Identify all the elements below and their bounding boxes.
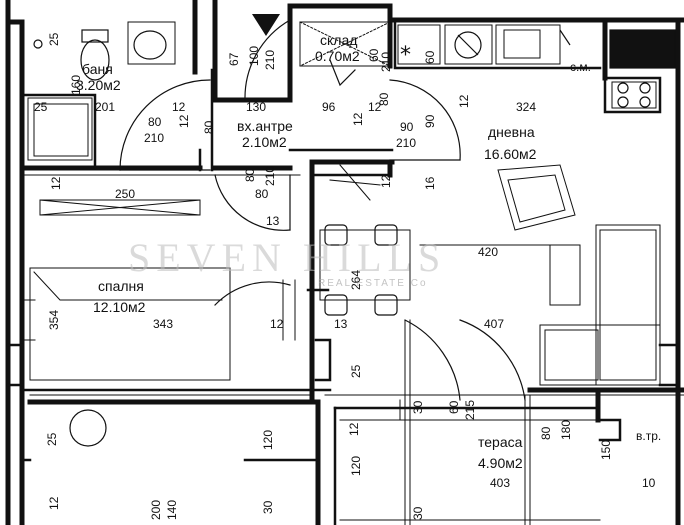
dimension: 30 [261,500,275,514]
dimension: 12 [172,100,186,114]
dimension: 80 [148,115,162,129]
dimension: 12 [457,94,471,108]
dimension: 30 [411,400,425,414]
dimension: 12 [49,176,63,190]
room-name-shaft: в.тр. [636,429,662,443]
sink-icon [133,30,167,60]
dimension: 90 [423,114,437,128]
dimension: 324 [516,100,537,114]
dimension: 210 [379,51,393,72]
fixtures [33,29,676,447]
dimension: 60 [447,400,461,414]
dimension: 80 [539,426,553,440]
dimension: 407 [484,317,505,331]
dimension: 12 [270,317,284,331]
dimension: 210 [263,165,277,186]
dimension: 80 [243,168,257,182]
dimension: 210 [263,49,277,70]
toilet-icon [80,39,110,81]
svg-text:*: * [400,43,411,68]
dimension: 12 [351,112,365,126]
dimension: 210 [144,131,165,145]
dimension: 100 [247,45,261,66]
partition-walls [6,20,680,525]
dimension: 343 [153,317,174,331]
dimension: 210 [396,136,417,150]
dimension: 354 [47,309,61,330]
dimension: 25 [45,432,59,446]
dimension: 25 [34,100,48,114]
structural-walls [5,0,684,525]
room-name-bath: баня [82,61,113,77]
dimension: 403 [490,476,511,490]
dimension: 25 [47,32,61,46]
room-area-living: 16.60м2 [484,146,537,162]
dimension: 12 [177,114,191,128]
dimension: 200 [149,499,163,520]
dimension: 120 [261,429,275,450]
room-area-bath: 3.20м2 [76,77,121,93]
dimension: 80 [255,187,269,201]
dimension: 96 [322,100,336,114]
dimension: 264 [349,269,363,290]
dimension: 140 [165,499,179,520]
dimension: 90 [400,120,414,134]
room-name-terrace: тераса [478,434,523,450]
dimension: 420 [478,245,499,259]
dimension: 250 [115,187,136,201]
chair-icon [324,224,348,246]
dimension: 16 [423,176,437,190]
detail-lines [21,21,684,525]
room-area-hall: 2.10м2 [242,134,287,150]
dimension: 160 [69,74,83,95]
dimension: 80 [202,120,216,134]
dimension: 67 [227,52,241,66]
dimension: 13 [334,317,348,331]
dimension: 30 [411,506,425,520]
dimension: 12 [379,174,393,188]
room-area-terrace: 4.90м2 [478,455,523,471]
dimension: 13 [266,214,280,228]
room-area-bedroom: 12.10м2 [93,299,146,315]
dimension: 120 [349,455,363,476]
room-area-storage: 0.70м2 [315,48,360,64]
dimension: 25 [349,364,363,378]
dimension: 150 [599,439,613,460]
dimension: 215 [463,399,477,420]
dimension: 12 [347,422,361,436]
entry-arrow-icon [252,14,280,36]
room-name-living: дневна [488,124,535,140]
dimension: 10 [642,476,656,490]
dimension: 60 [423,50,437,64]
dimension: 130 [246,100,267,114]
dimension: 201 [95,100,116,114]
dimension: 12 [368,100,382,114]
dimension: 180 [559,419,573,440]
door-swings [119,19,526,401]
room-name-bedroom: спалня [98,278,144,294]
room-name-hall: вх.антре [237,118,293,134]
dimension: 12 [47,496,61,510]
drain-icon [69,409,107,447]
watermark: SEVEN HILLS [128,235,447,280]
washer-label: с.м. [570,60,591,74]
dimension: 80 [377,92,391,106]
stove-icon [454,31,482,59]
room-name-storage: склад [320,32,358,48]
watermark-sub: REAL ESTATE Co [318,278,428,289]
